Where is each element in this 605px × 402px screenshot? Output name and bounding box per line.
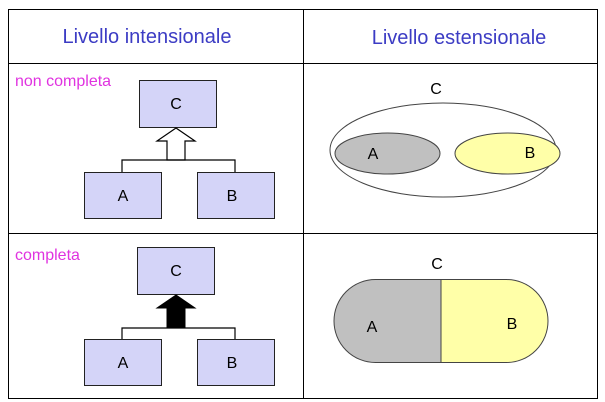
table-grid: [8, 9, 598, 399]
subset-partition-a: [333, 279, 442, 363]
set-label-superset: C: [430, 81, 442, 98]
solid-generalization-arrow: [155, 294, 197, 329]
entity-label-child-b: B: [227, 188, 238, 205]
hollow-generalization-arrow: [155, 127, 197, 161]
intensional-hierarchy-incomplete: C A B: [84, 80, 275, 219]
subset-ellipse-b: [454, 132, 561, 175]
table-header: Livello intensionale Livello estensional…: [62, 26, 546, 49]
subset-label-a: A: [368, 146, 379, 163]
extensional-sets-incomplete: C A B: [329, 81, 561, 198]
subset-label-b: B: [525, 145, 536, 162]
entity-box-child-b: [197, 172, 275, 219]
entity-box-child-a: [84, 172, 162, 219]
entity-label-parent: C: [170, 263, 182, 280]
subset-label-b: B: [507, 316, 518, 333]
row-incomplete: non completa C A B C A B: [15, 73, 561, 219]
extensional-sets-complete: C A B: [333, 256, 549, 363]
entity-box-parent: [137, 247, 215, 295]
entity-label-child-a: A: [118, 188, 129, 205]
entity-box-parent: [139, 80, 217, 128]
entity-label-child-b: B: [227, 355, 238, 372]
intensional-level-title: Livello intensionale: [62, 26, 231, 48]
hierarchy-connector: [121, 159, 236, 172]
set-label-superset: C: [431, 256, 443, 273]
row-label-complete: completa: [15, 247, 80, 264]
subset-label-a: A: [367, 319, 378, 336]
row-complete: completa C A B C A B: [15, 247, 549, 386]
entity-box-child-a: [84, 339, 162, 386]
extensional-level-title: Livello estensionale: [372, 27, 547, 49]
entity-box-child-b: [197, 339, 275, 386]
entity-label-child-a: A: [118, 355, 129, 372]
intensional-hierarchy-complete: C A B: [84, 247, 275, 386]
entity-label-parent: C: [170, 96, 182, 113]
subset-partition-b: [440, 279, 549, 363]
subset-ellipse-a: [334, 132, 441, 175]
row-label-incomplete: non completa: [15, 73, 111, 90]
hierarchy-connector: [121, 327, 236, 339]
